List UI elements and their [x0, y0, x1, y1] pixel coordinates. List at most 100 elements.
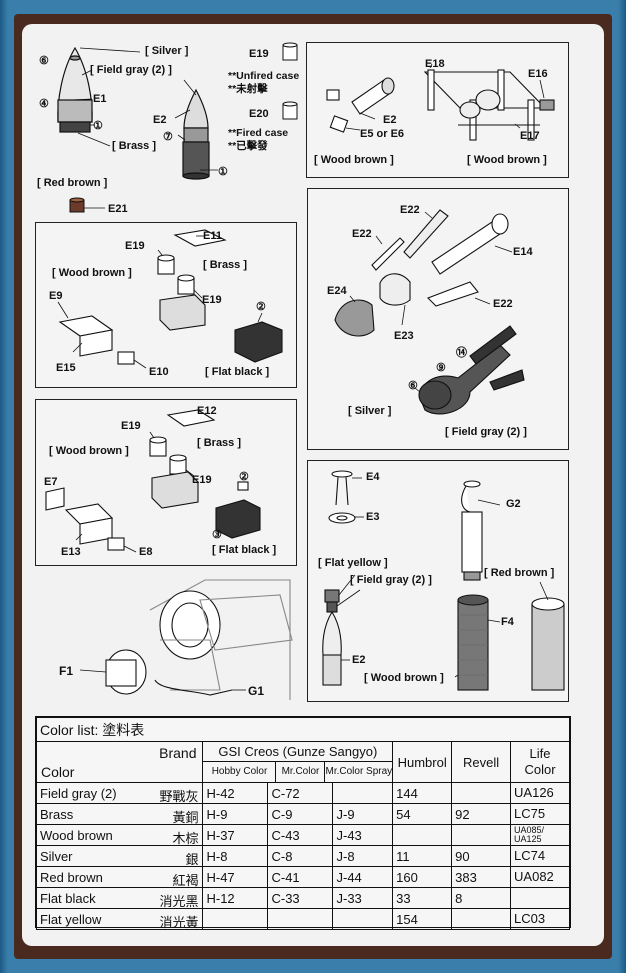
color-list-table: Color list: 塗料表 Brand Color GSI Creos (G…	[35, 716, 571, 930]
header-hobby-color: Hobby Color	[203, 762, 277, 782]
callout-7: ⑦	[163, 131, 173, 143]
color-name-jp: 紅褐	[172, 872, 199, 888]
label-wood-brown-a1: [ Wood brown ]	[314, 154, 394, 166]
label-silver: [ Silver ]	[145, 45, 189, 57]
label-brass: [ Brass ]	[112, 140, 157, 152]
label-red-brown: [ Red brown ]	[37, 177, 108, 189]
label-e19-d2: E19	[192, 474, 212, 486]
color-code-life: LC03	[510, 908, 570, 930]
label-e18: E18	[425, 58, 445, 70]
header-gsi: GSI Creos (Gunze Sangyo) Hobby Color Mr.…	[202, 741, 394, 783]
label-e16: E16	[528, 68, 548, 80]
color-code-revell: 8	[451, 887, 512, 909]
color-code-humbrol: 54	[392, 803, 453, 825]
color-name-jp: 消光黑	[159, 893, 199, 909]
label-e19-b1: E19	[125, 240, 145, 252]
header-life-color: Life Color	[510, 741, 570, 783]
callout-1b: ①	[218, 166, 228, 178]
color-code-revell	[451, 908, 512, 930]
label-e24: E24	[327, 285, 347, 297]
header-humbrol: Humbrol	[392, 741, 453, 783]
label-e14: E14	[513, 246, 533, 258]
header-brand-color: Brand Color	[35, 741, 204, 783]
color-code-revell: 383	[451, 866, 512, 888]
color-code-spray: J-9	[332, 803, 394, 825]
color-code-mr: C-8	[267, 845, 334, 867]
color-code-spray: J-33	[332, 887, 394, 909]
label-e1: E1	[93, 93, 107, 105]
color-code-hobby: H-9	[202, 803, 269, 825]
color-table: Color list: 塗料表 Brand Color GSI Creos (G…	[35, 717, 570, 930]
color-name-jp: 消光黃	[159, 914, 199, 930]
callout-1a: ①	[93, 120, 103, 132]
label-e3: E3	[366, 511, 380, 523]
color-code-life: LC75	[510, 803, 570, 825]
color-code-hobby: H-12	[202, 887, 269, 909]
callout-6-c: ⑥	[408, 380, 418, 392]
color-code-revell: 90	[451, 845, 512, 867]
label-e5-e6: E5 or E6	[360, 128, 405, 140]
label-brass-d: [ Brass ]	[197, 437, 242, 449]
label-field-gray-c: [ Field gray (2) ]	[445, 426, 527, 438]
color-name-cell: Field gray (2)野戰灰	[35, 782, 204, 804]
label-wood-brown-b: [ Wood brown ]	[52, 267, 132, 279]
color-name-jp: 木棕	[172, 830, 199, 846]
label-red-brown-e: [ Red brown ]	[484, 567, 555, 579]
label-e22-3: E22	[493, 298, 513, 310]
note-unfired-en: **Unfired case	[228, 70, 300, 82]
label-brass-b: [ Brass ]	[203, 259, 248, 271]
color-list-title: Color list: 塗料表	[36, 717, 570, 742]
label-e7: E7	[44, 476, 58, 488]
callout-14: ⑭	[456, 347, 467, 359]
callout-9: ⑨	[436, 362, 446, 374]
color-code-hobby: H-47	[202, 866, 269, 888]
color-code-spray: J-43	[332, 824, 394, 846]
label-e12: E12	[197, 405, 217, 417]
color-code-life: UA082	[510, 866, 570, 888]
color-code-life: UA126	[510, 782, 570, 804]
label-e22-1: E22	[400, 204, 420, 216]
label-e13: E13	[61, 546, 81, 558]
color-code-revell: 92	[451, 803, 512, 825]
header-color: Color	[41, 764, 75, 780]
header-brand: Brand	[159, 745, 197, 761]
color-code-mr: C-33	[267, 887, 334, 909]
color-code-mr: C-72	[267, 782, 334, 804]
color-code-spray: J-8	[332, 845, 394, 867]
color-name-en: Brass	[40, 806, 74, 822]
label-wood-brown-a2: [ Wood brown ]	[467, 154, 547, 166]
label-e19-b2: E19	[202, 294, 222, 306]
label-wood-brown-d: [ Wood brown ]	[49, 445, 129, 457]
label-flat-black-b: [ Flat black ]	[205, 366, 270, 378]
color-code-spray	[332, 908, 394, 930]
label-e2-e: E2	[352, 654, 366, 666]
label-e23: E23	[394, 330, 414, 342]
label-wood-brown-e: [ Wood brown ]	[364, 672, 444, 684]
color-code-life	[510, 887, 570, 909]
callout-3-d: ③	[212, 529, 222, 541]
callout-2-d: ②	[239, 471, 249, 483]
color-code-mr: C-43	[267, 824, 334, 846]
color-code-hobby: H-42	[202, 782, 269, 804]
color-code-humbrol: 160	[392, 866, 453, 888]
color-code-humbrol: 154	[392, 908, 453, 930]
color-code-humbrol: 33	[392, 887, 453, 909]
header-mr-color: Mr.Color	[276, 762, 326, 782]
label-e2: E2	[153, 114, 167, 126]
color-code-revell	[451, 824, 512, 846]
header-revell: Revell	[451, 741, 512, 783]
